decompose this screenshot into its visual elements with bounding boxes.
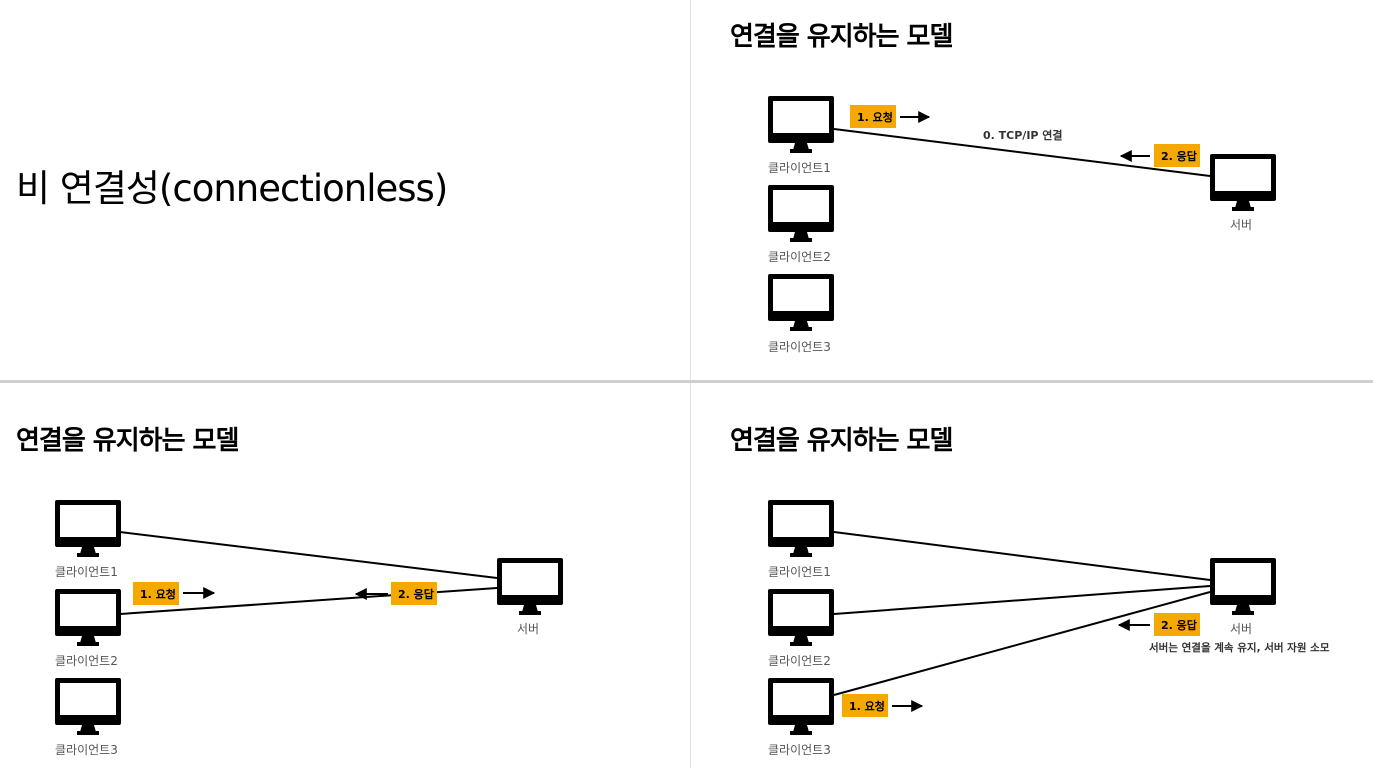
monitor-icon <box>1210 558 1276 615</box>
monitor-icon <box>768 589 834 646</box>
monitor-icon <box>55 500 121 557</box>
slide2-diagram: 클라이언트1 클라이언트2 클라이언트3 서버 1. 요청 2. 응답 0. T… <box>768 96 1276 354</box>
connection-line <box>119 531 498 579</box>
request-tag-label: 1. 요청 <box>857 110 893 124</box>
connection-line <box>833 591 1211 696</box>
monitor-icon <box>497 558 563 615</box>
monitor-icon <box>768 500 834 557</box>
client-label: 클라이언트3 <box>55 743 118 757</box>
vertical-divider <box>690 0 691 768</box>
client-label: 클라이언트1 <box>768 161 831 175</box>
request-tag <box>133 582 179 605</box>
client-label: 클라이언트1 <box>768 565 831 579</box>
client-label: 클라이언트3 <box>768 340 831 354</box>
response-tag-label: 2. 응답 <box>398 587 434 601</box>
connection-line <box>833 531 1211 581</box>
slide3-diagram: 클라이언트1 클라이언트2 클라이언트3 서버 1. 요청 2. 응답 <box>55 500 563 757</box>
client-label: 클라이언트2 <box>55 654 118 668</box>
request-tag-label: 1. 요청 <box>849 699 885 713</box>
response-tag <box>391 582 437 605</box>
server-label: 서버 <box>1230 218 1252 232</box>
connection-line <box>833 585 1211 615</box>
response-tag-label: 2. 응답 <box>1161 618 1197 632</box>
server-label: 서버 <box>1230 622 1252 636</box>
client-label: 클라이언트2 <box>768 250 831 264</box>
response-tag <box>1154 144 1200 167</box>
response-tag-label: 2. 응답 <box>1161 149 1197 163</box>
request-tag <box>850 105 896 128</box>
server-note: 서버는 연결을 계속 유지, 서버 자원 소모 <box>1149 641 1330 654</box>
response-tag <box>1154 613 1200 636</box>
monitor-icon <box>1210 154 1276 211</box>
monitor-icon <box>768 96 834 153</box>
slide4-diagram: 클라이언트1 클라이언트2 클라이언트3 서버 서버는 연결을 계속 유지, 서… <box>768 500 1330 757</box>
server-label: 서버 <box>517 622 539 636</box>
client-label: 클라이언트3 <box>768 743 831 757</box>
slide3-title: 연결을 유지하는 모델 <box>16 426 239 456</box>
monitor-icon <box>768 274 834 331</box>
horizontal-divider <box>0 380 1373 383</box>
request-tag-label: 1. 요청 <box>140 587 176 601</box>
monitor-icon <box>768 678 834 735</box>
monitor-icon <box>55 589 121 646</box>
monitor-icon <box>768 185 834 242</box>
connection-label: 0. TCP/IP 연결 <box>983 128 1063 142</box>
client-label: 클라이언트2 <box>768 654 831 668</box>
slide1-title: 비 연결성(connectionless) <box>16 167 448 210</box>
slide2-title: 연결을 유지하는 모델 <box>730 22 953 52</box>
monitor-icon <box>55 678 121 735</box>
client-label: 클라이언트1 <box>55 565 118 579</box>
request-tag <box>842 694 888 717</box>
connection-line <box>833 128 1211 177</box>
slide4-title: 연결을 유지하는 모델 <box>730 426 953 456</box>
